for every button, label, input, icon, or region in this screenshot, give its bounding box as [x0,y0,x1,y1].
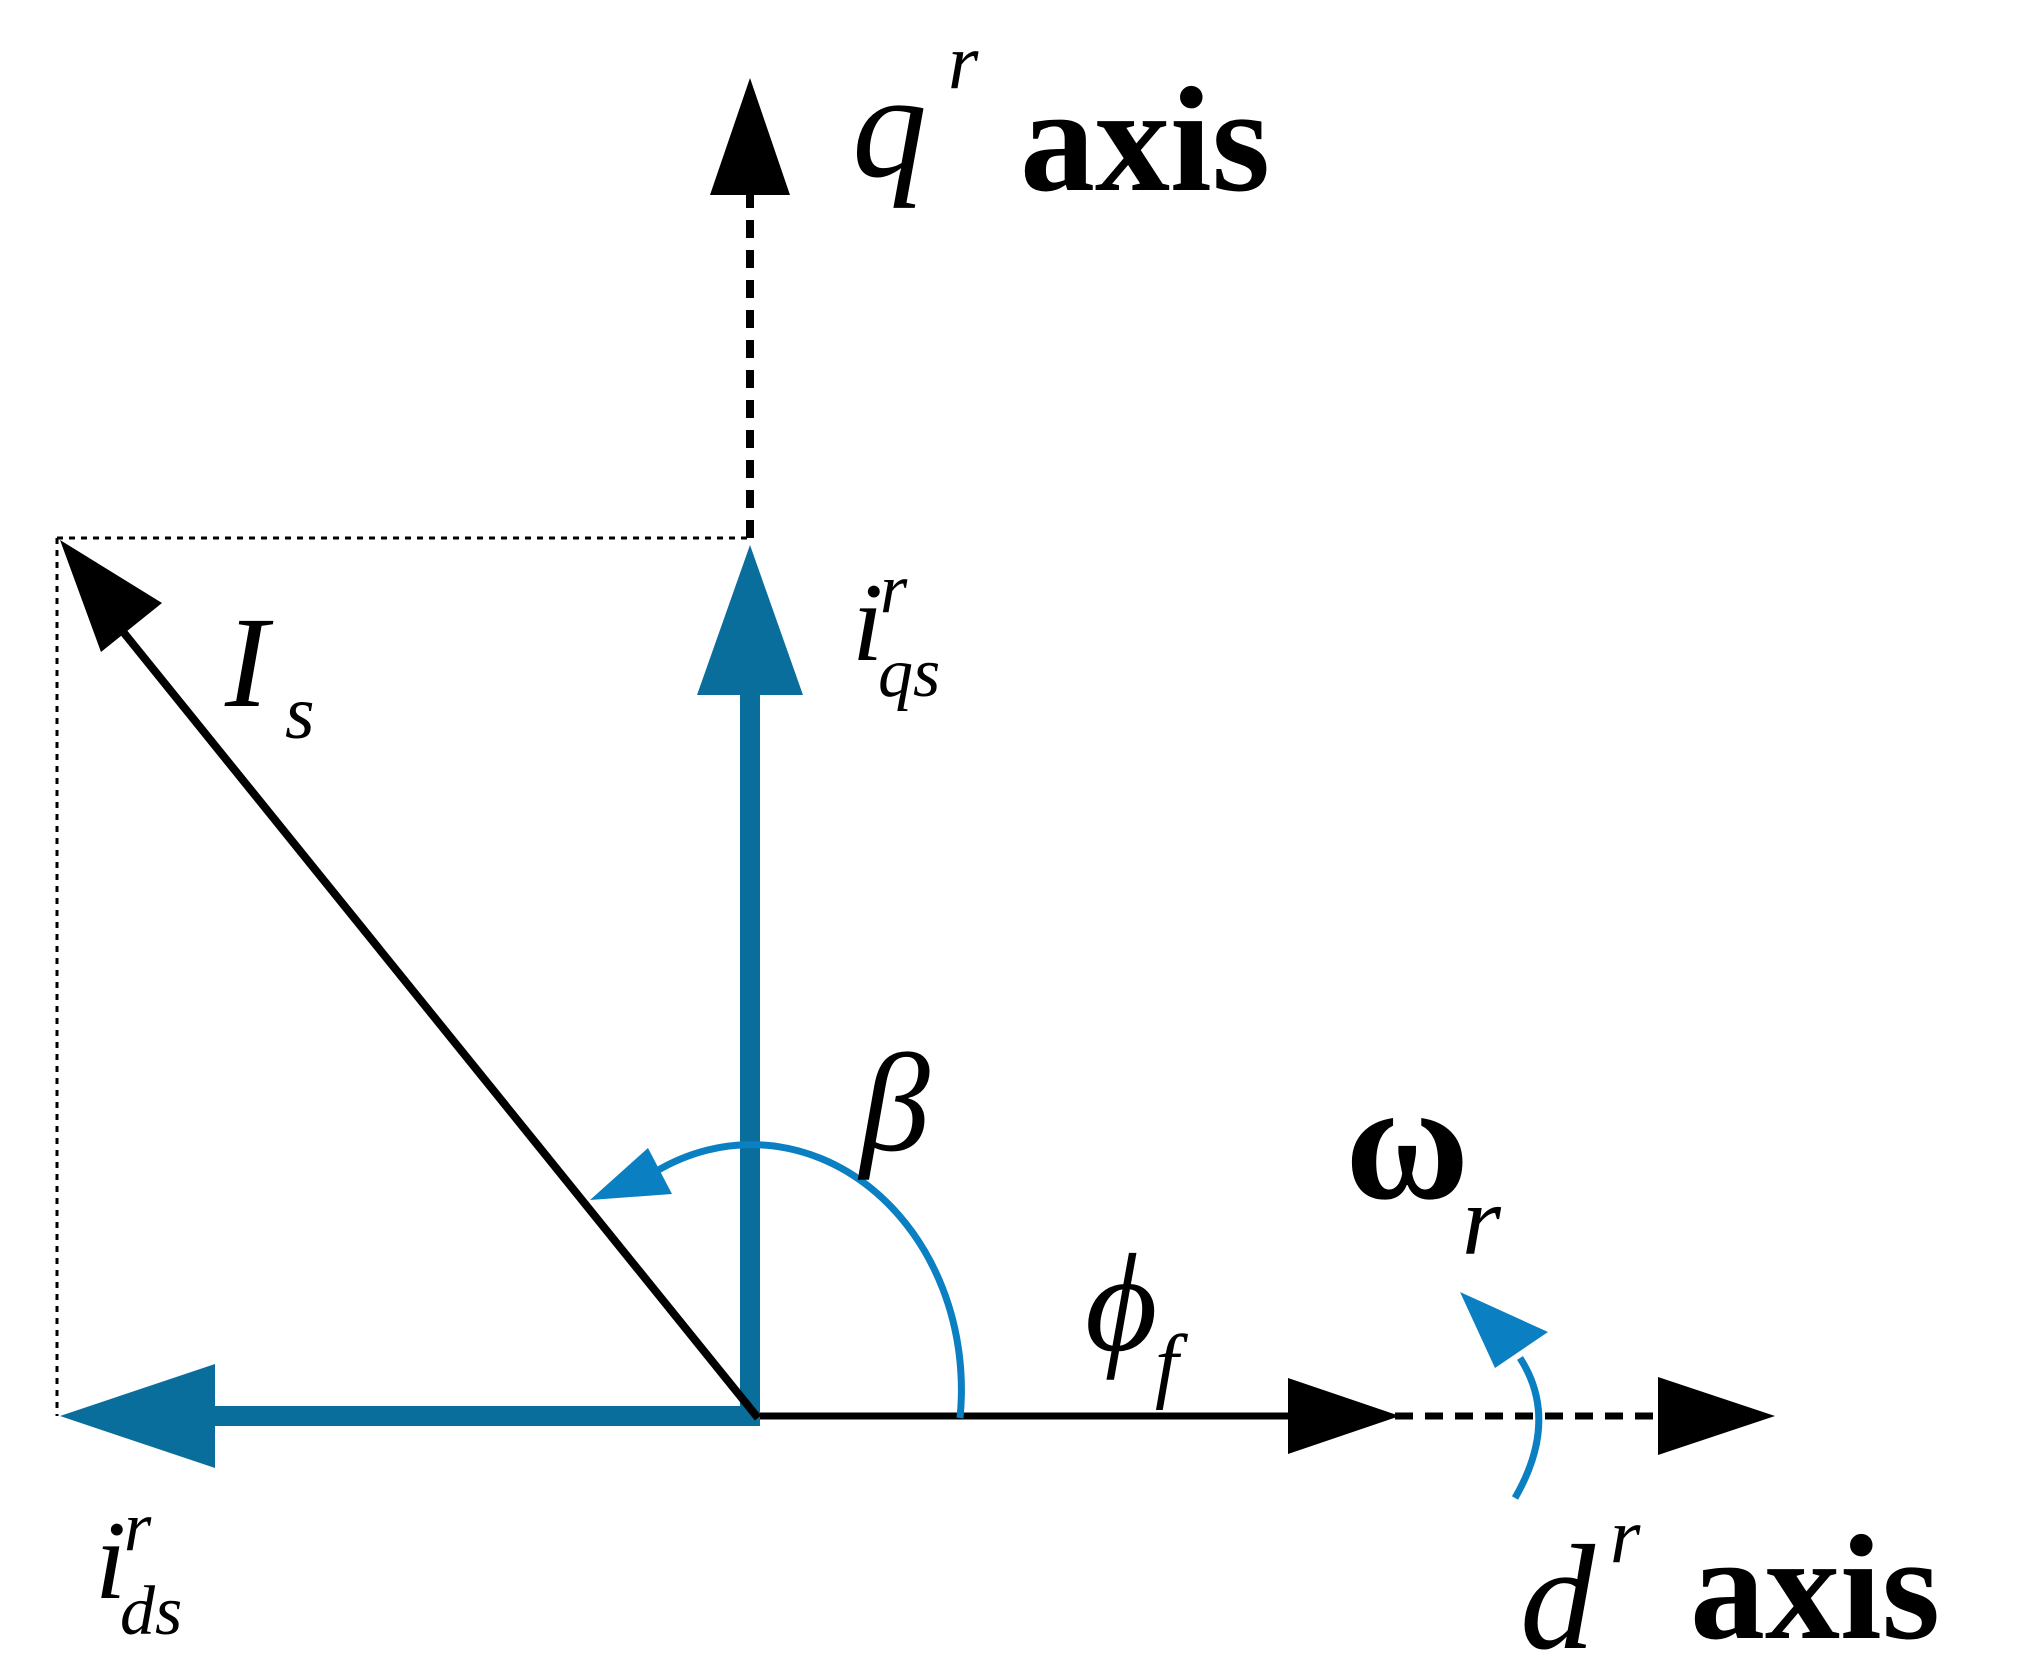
d-axis-word: axis [1690,1505,1940,1659]
d-axis-label: d r axis [1520,1492,1940,1659]
iqs-subscript: qs [878,635,940,712]
iqs-label: i r qs [852,551,940,712]
phi-f-label: ϕ f [1085,1226,1189,1411]
is-symbol: I [224,591,274,735]
d-axis-superscript: r [1610,1492,1641,1579]
omega-arc [1511,1356,1543,1500]
d-axis-symbol: d [1520,1515,1596,1659]
is-arrowhead [60,540,162,652]
is-vector [116,625,762,1421]
omega-arrowhead [1460,1292,1548,1368]
beta-label: β [857,1026,930,1181]
q-axis-word: axis [1020,57,1270,223]
beta-arc-arrowhead [590,1148,672,1200]
d-axis-arrowhead [1658,1377,1775,1455]
ids-symbol: i [95,1499,126,1623]
ids-subscript: ds [120,1573,182,1650]
is-subscript: s [285,671,315,755]
projection-lines [55,536,750,1416]
phi-symbol: ϕ [1085,1226,1157,1381]
ids-superscript: r [124,1489,152,1566]
ids-label: i r ds [95,1489,182,1650]
phi-f-arrowhead [1288,1378,1400,1454]
iqs-symbol: i [852,561,883,685]
phi-subscript: f [1155,1318,1189,1411]
iqs-superscript: r [880,551,908,628]
omega-r-label: ω r [1345,1047,1502,1276]
q-axis-label: q r axis [852,18,1270,223]
q-axis-superscript: r [948,18,979,105]
q-axis-symbol: q [852,43,927,209]
iqs-arrowhead [697,545,803,695]
beta-arc [653,1141,965,1419]
is-label: I s [224,591,315,755]
q-axis-arrowhead [710,78,790,195]
omega-symbol: ω [1345,1047,1469,1235]
ids-arrowhead [60,1364,215,1468]
omega-subscript: r [1462,1165,1502,1276]
